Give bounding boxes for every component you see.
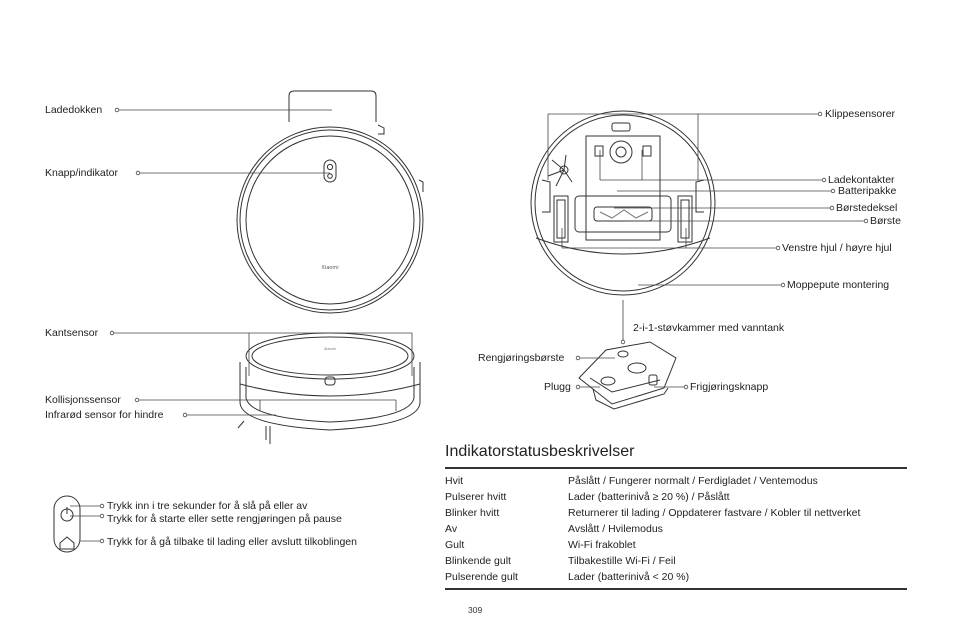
dustbin-drawing bbox=[578, 341, 677, 410]
status-state: Gult bbox=[445, 539, 465, 551]
label-kantsensor: Kantsensor bbox=[45, 327, 99, 339]
label-batteripakke: Batteripakke bbox=[838, 185, 897, 197]
label-borstedeksel: Børstedeksel bbox=[836, 202, 898, 214]
table-bottom-rule bbox=[445, 588, 907, 590]
label-ladedokken: Ladedokken bbox=[45, 104, 103, 116]
label-rengjoringsborste: Rengjøringsbørste bbox=[478, 352, 565, 364]
status-row: Gult Wi-Fi frakoblet bbox=[445, 537, 915, 553]
robot-brand-side: Xiaomi bbox=[324, 347, 336, 351]
status-row: Hvit Påslått / Fungerer normalt / Ferdig… bbox=[445, 473, 915, 489]
label-frigjoringsknapp: Frigjøringsknapp bbox=[690, 381, 769, 393]
button-panel-icon bbox=[53, 495, 81, 553]
status-state: Pulserer hvitt bbox=[445, 491, 507, 503]
status-row: Pulserer hvitt Lader (batterinivå ≥ 20 %… bbox=[445, 489, 915, 505]
label-stovkammer: 2-i-1-støvkammer med vanntank bbox=[633, 322, 785, 334]
status-state: Hvit bbox=[445, 475, 464, 487]
robot-bottom-view bbox=[530, 110, 716, 296]
status-table-title: Indikatorstatusbeskrivelser bbox=[445, 443, 635, 460]
status-row: Av Avslått / Hvilemodus bbox=[445, 521, 915, 537]
status-row: Pulserende gult Lader (batterinivå < 20 … bbox=[445, 569, 915, 585]
status-state: Blinker hvitt bbox=[445, 507, 500, 519]
power-press-text: Trykk for å starte eller sette rengjørin… bbox=[107, 513, 342, 525]
status-meaning: Tilbakestille Wi-Fi / Feil bbox=[568, 555, 676, 567]
home-press-text: Trykk for å gå tilbake til lading eller … bbox=[107, 536, 357, 548]
power-press-hold-text: Trykk inn i tre sekunder for å slå på el… bbox=[107, 500, 308, 512]
page-number: 309 bbox=[468, 605, 483, 615]
label-knapp-indikator: Knapp/indikator bbox=[45, 167, 118, 179]
status-meaning: Lader (batterinivå < 20 %) bbox=[568, 571, 690, 583]
label-ladekontakter: Ladekontakter bbox=[828, 174, 895, 186]
status-meaning: Returnerer til lading / Oppdaterer fastv… bbox=[568, 507, 861, 519]
table-top-rule bbox=[445, 467, 907, 469]
status-meaning: Påslått / Fungerer normalt / Ferdigladet… bbox=[568, 475, 818, 487]
status-meaning: Lader (batterinivå ≥ 20 %) / Påslått bbox=[568, 491, 730, 503]
label-borste: Børste bbox=[870, 215, 901, 227]
leader-endpoints bbox=[99, 107, 869, 544]
robot-side-view bbox=[237, 332, 421, 444]
status-row: Blinkende gult Tilbakestille Wi-Fi / Fei… bbox=[445, 553, 915, 569]
label-hjul: Venstre hjul / høyre hjul bbox=[782, 242, 892, 254]
status-state: Blinkende gult bbox=[445, 555, 511, 567]
label-plugg: Plugg bbox=[544, 381, 571, 393]
label-infrarod-sensor: Infrarød sensor for hindre bbox=[45, 409, 164, 421]
leader-lines bbox=[70, 109, 864, 542]
status-row: Blinker hvitt Returnerer til lading / Op… bbox=[445, 505, 915, 521]
label-kollisjonssensor: Kollisjonssensor bbox=[45, 394, 121, 406]
status-meaning: Avslått / Hvilemodus bbox=[568, 523, 663, 535]
robot-brand-top: Xiaomi bbox=[321, 265, 338, 271]
status-meaning: Wi-Fi frakoblet bbox=[568, 539, 636, 551]
label-moppepute: Moppepute montering bbox=[787, 279, 890, 291]
robot-top-view bbox=[236, 90, 424, 314]
status-state: Pulserende gult bbox=[445, 571, 518, 583]
status-state: Av bbox=[445, 523, 458, 535]
label-klippesensorer: Klippesensorer bbox=[825, 108, 896, 120]
